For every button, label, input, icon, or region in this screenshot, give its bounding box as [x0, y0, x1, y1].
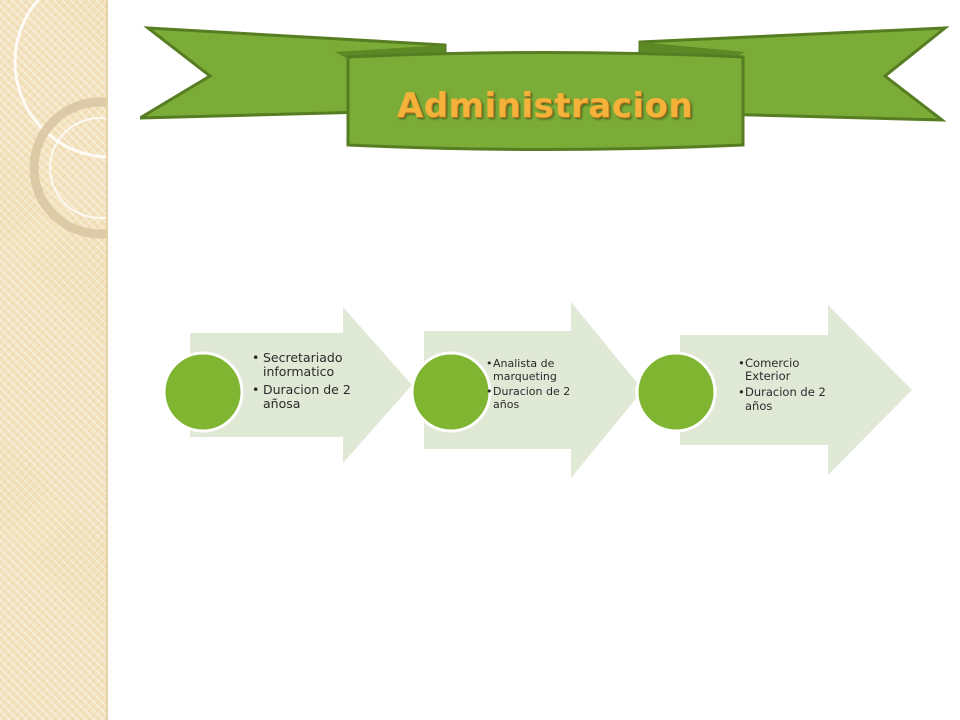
- step-3-item-2: Duracion de 2 años: [738, 386, 848, 413]
- step-1-item-2: Duracion de 2 añosa: [252, 382, 370, 412]
- step-3-item-1: Comercio Exterior: [738, 356, 848, 383]
- process-step-2-text: Analista de marqueting Duracion de 2 año…: [486, 357, 596, 415]
- banner-title: Administracion: [396, 86, 694, 126]
- step-2-item-1: Analista de marqueting: [486, 357, 596, 383]
- process-circle-3: [635, 351, 717, 433]
- ribbon-center: [346, 51, 745, 151]
- process-step-3-text: Comercio Exterior Duracion de 2 años: [738, 356, 848, 416]
- decorative-side-strip: [0, 0, 108, 720]
- step-2-item-2: Duracion de 2 años: [486, 385, 596, 411]
- process-step-1-text: Secretariado informatico Duracion de 2 a…: [252, 350, 370, 415]
- decorative-rings: [13, 0, 106, 239]
- process-circle-1: [162, 351, 244, 433]
- process-circle-2: [410, 351, 492, 433]
- title-ribbon-banner: [140, 26, 950, 151]
- step-1-item-1: Secretariado informatico: [252, 350, 370, 380]
